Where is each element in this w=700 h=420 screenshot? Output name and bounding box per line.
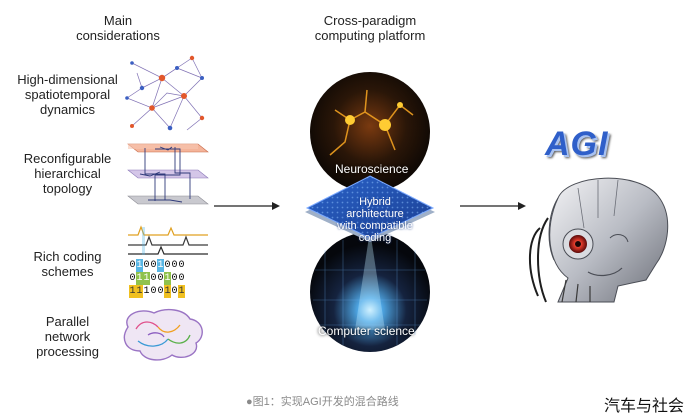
label-line: Rich coding — [33, 249, 102, 264]
computer-science-label: Computer science — [318, 324, 415, 338]
chip-label: Hybrid architecture with compatible codi… — [320, 196, 430, 244]
neural-network-graphic — [125, 55, 205, 131]
neuroscience-label: Neuroscience — [335, 162, 409, 176]
label-hierarchical-topology: Reconfigurable hierarchical topology — [10, 151, 125, 196]
hybrid-chip — [305, 175, 435, 242]
label-line: High-dimensional — [17, 72, 118, 87]
center-header-line-1: Cross-paradigm — [323, 13, 417, 28]
binary-code-rows: 01001000 01100100 11100101 — [129, 259, 185, 298]
chip-label-line: with compatible — [337, 220, 413, 232]
label-line: Reconfigurable — [23, 151, 112, 166]
chip-label-line: Hybrid — [359, 196, 391, 208]
computer-science-sphere — [310, 232, 430, 352]
label-line: dynamics — [40, 102, 95, 117]
center-header: Cross-paradigm computing platform — [295, 13, 445, 43]
center-header-line-2: computing platform — [314, 28, 426, 43]
left-header-line-1: Main — [103, 13, 133, 28]
parallel-network-graphic — [123, 308, 203, 361]
label-line: Parallel — [45, 314, 90, 329]
label-line: schemes — [41, 264, 94, 279]
label-line: hierarchical — [34, 166, 101, 181]
label-line: network — [44, 329, 91, 344]
watermark-text: 汽车与社会 — [604, 396, 685, 415]
label-line: spatiotemporal — [24, 87, 111, 102]
chip-label-line: coding — [358, 232, 392, 244]
spike-train-graphic — [128, 225, 208, 255]
code-row-2: 01100100 — [129, 272, 185, 285]
label-line: topology — [42, 181, 93, 196]
agi-logo: AGI — [545, 125, 609, 163]
figure-caption: ●图1：实现AGI开发的混合路线 — [246, 396, 399, 408]
label-coding-schemes: Rich coding schemes — [10, 249, 125, 279]
label-parallel-processing: Parallel network processing — [10, 314, 125, 359]
layered-topology-graphic — [127, 143, 209, 205]
label-spatiotemporal-dynamics: High-dimensional spatiotemporal dynamics — [10, 72, 125, 117]
label-line: processing — [36, 344, 99, 359]
cross-paradigm-platform-graphic — [305, 72, 435, 352]
robot-head-graphic — [528, 177, 669, 303]
code-row-3: 11100101 — [129, 285, 185, 298]
left-header: Main considerations — [58, 13, 178, 43]
chip-label-line: architecture — [346, 208, 404, 220]
arrow-right-2 — [460, 202, 526, 210]
arrow-right-1 — [214, 202, 280, 210]
left-header-line-2: considerations — [76, 28, 160, 43]
code-row-1: 01001000 — [129, 259, 185, 272]
